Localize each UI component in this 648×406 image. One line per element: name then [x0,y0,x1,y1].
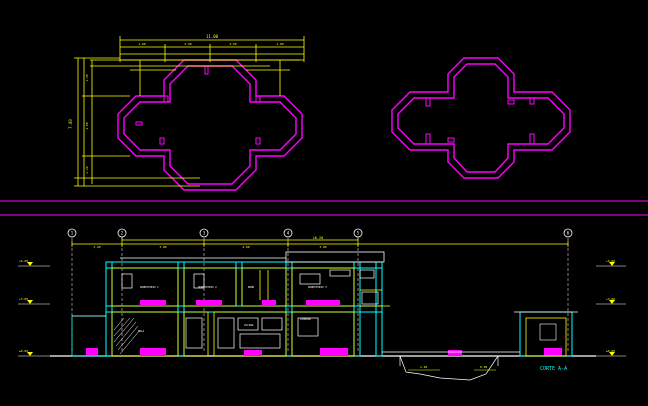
section-overall-dimension: 16.20 [313,236,324,240]
level-right-upper: +6.00 [606,259,615,263]
level-left-middle: +3.00 [19,297,28,301]
plan-right-inner-wall [397,63,565,173]
section-span-3: 4.00 [242,245,249,249]
grid-axis-label-6: 6 [567,231,570,236]
section-span-1: 3.20 [93,245,100,249]
furniture-blocks [86,300,562,356]
plan-left: 11.00 1.00 2.50 2.50 1.00 7.00 1.20 4.60… [68,34,305,191]
dim-overall-left: 7.00 [68,119,73,129]
section-span-2: 3.80 [159,245,166,249]
section-title: CORTE A-A [540,366,567,372]
level-lines [18,265,626,357]
room-label-dorm1: DORMITORIO 1 [140,285,159,289]
room-label-bath: BAÑO [248,284,255,289]
plan-right [391,57,571,179]
dim-left-seg-1: 1.20 [85,74,89,81]
plan-dimension-lines [74,36,305,187]
grid-bubbles: 1 2 3 4 5 6 [67,228,573,238]
dim-left-seg-3: 1.20 [85,166,89,173]
grid-axis-label-2: 2 [121,231,124,236]
level-left-ground: ±0.00 [19,349,28,353]
plan-left-outer-wall [117,59,303,191]
outbuilding-section [514,311,578,357]
dim-top-seg-1: 1.00 [138,42,145,46]
terrain-profile [382,351,520,381]
building-section: DORMITORIO 1 DORMITORIO 2 BAÑO DORMITORI… [71,251,562,357]
grid-axis-label-4: 4 [287,231,290,236]
depth-dimension-1: 1.20 [420,365,427,369]
level-right-ground: ±0.00 [606,349,615,353]
section-view: 1 2 3 4 5 6 16.20 3.20 3.80 4.00 3.00 [18,228,626,381]
stair [113,317,141,355]
room-label-dorm2: DORMITORIO 2 [198,285,217,289]
dim-top-seg-3: 2.50 [229,42,236,46]
grid-axis-label-3: 3 [203,231,206,236]
depth-dimension-2: 0.90 [480,365,487,369]
plan-right-outer-wall [391,57,571,179]
dim-top-seg-4: 1.00 [276,42,283,46]
section-span-4: 3.00 [319,245,326,249]
grid-axis-label-1: 1 [71,231,74,236]
room-label-dining: COMEDOR [300,317,311,321]
level-left-upper: +6.00 [19,259,28,263]
room-label-kitchen: COCINA [244,323,254,327]
grid-axis-label-5: 5 [357,231,360,236]
level-markers [27,262,615,356]
room-label-sala: SALA [138,329,145,333]
dim-left-seg-2: 4.60 [85,122,89,129]
section-dimension-chain [71,237,569,247]
dim-top-seg-2: 2.50 [184,42,191,46]
room-label-dorm3: DORMITORIO 3 [308,285,327,289]
level-right-middle: +3.00 [606,297,615,301]
dim-overall-top: 11.00 [206,34,219,39]
